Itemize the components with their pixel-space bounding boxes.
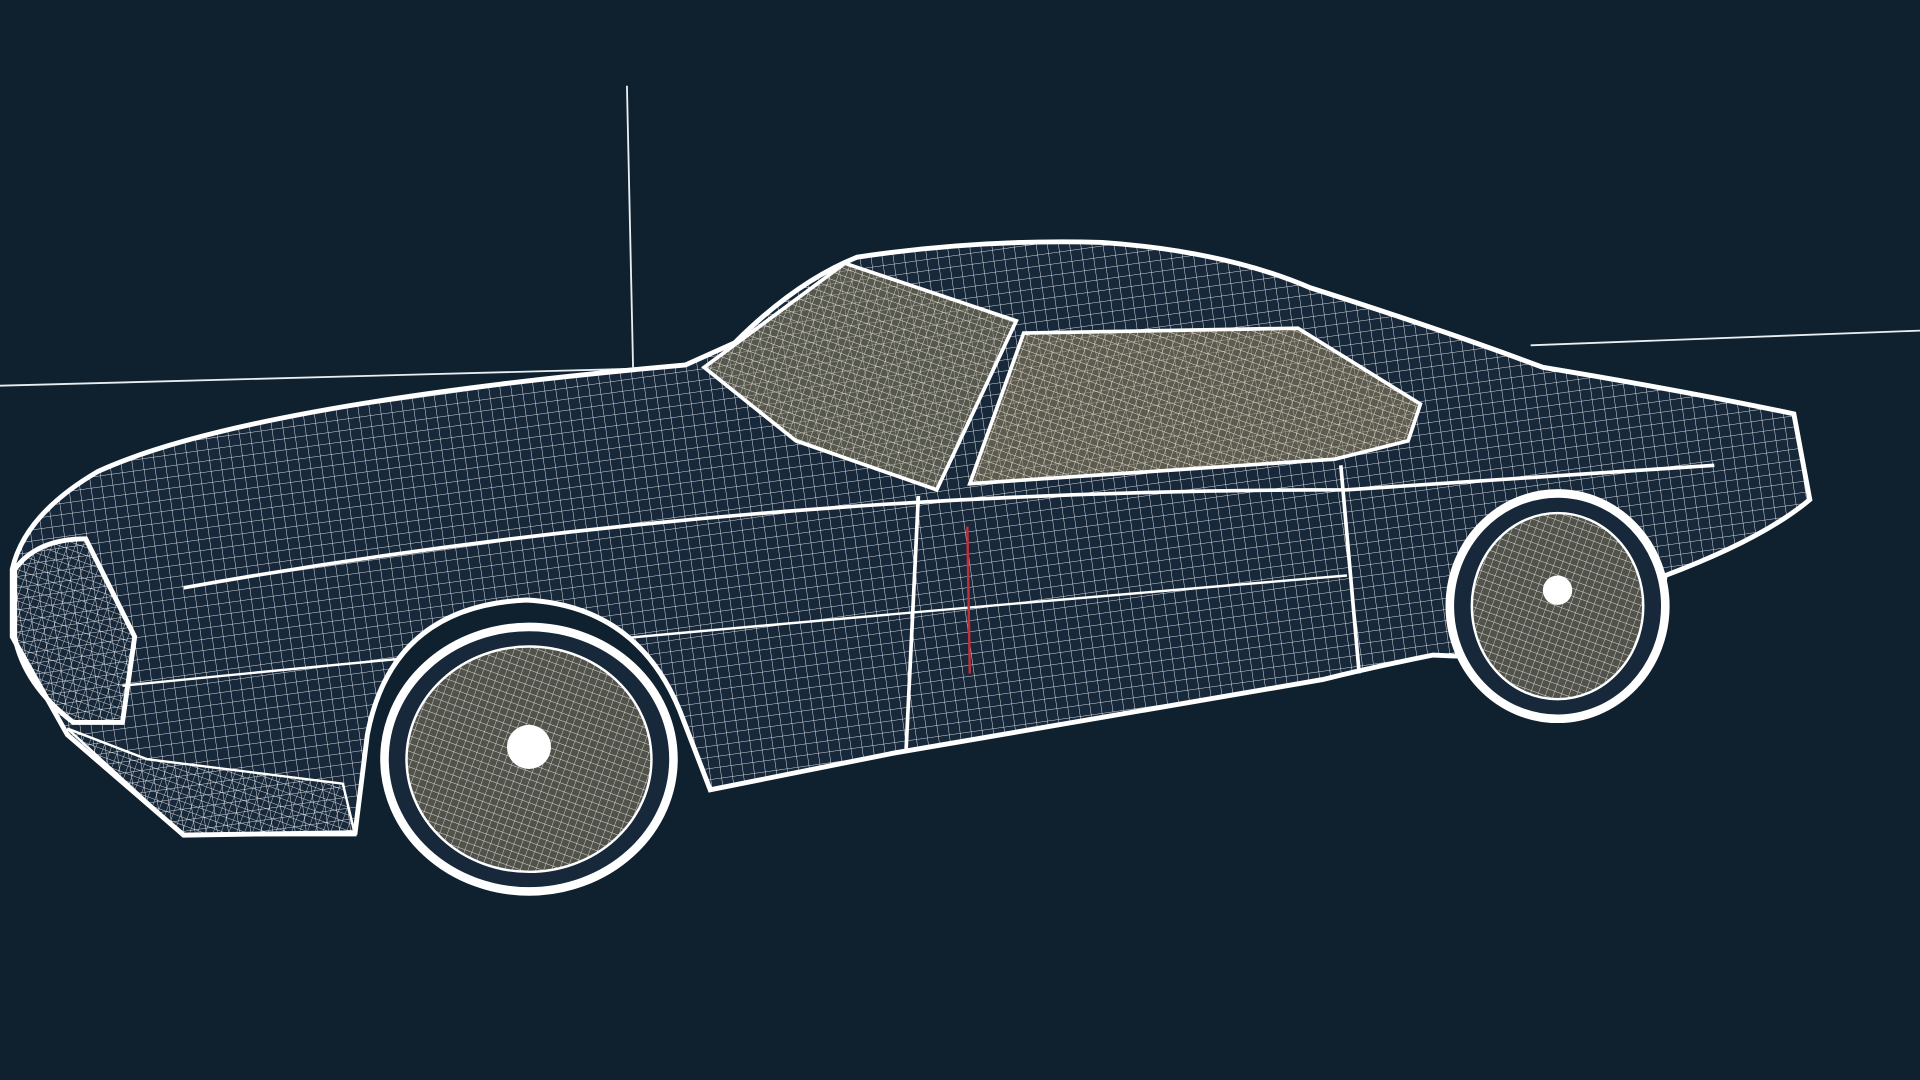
- car-wireframe[interactable]: [0, 220, 1837, 896]
- front-wheel: [380, 622, 678, 896]
- front-grille: [12, 536, 138, 725]
- axis-x-line-far: [1530, 329, 1920, 347]
- axis-z-line: [626, 85, 634, 368]
- door-seam-rear: [1338, 465, 1362, 674]
- front-splitter: [66, 727, 357, 837]
- door-seam: [904, 495, 921, 750]
- rear-wheel: [1445, 489, 1670, 724]
- pivot-marker: [966, 526, 972, 674]
- axis-x-line: [0, 366, 686, 387]
